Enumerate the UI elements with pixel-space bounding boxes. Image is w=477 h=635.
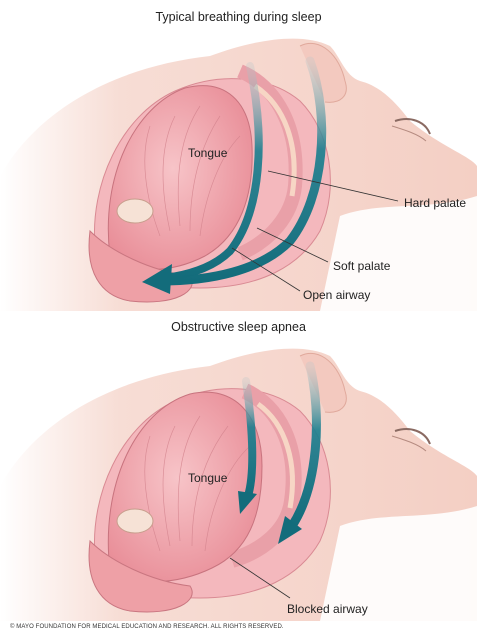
- sleep-apnea-illustration: Tongue Blocked airway: [0, 336, 477, 621]
- normal-breathing-illustration: Tongue Hard palate Soft palate Open airw…: [0, 26, 477, 311]
- copyright-notice: © MAYO FOUNDATION FOR MEDICAL EDUCATION …: [10, 624, 284, 630]
- panel-1-title: Typical breathing during sleep: [0, 10, 477, 24]
- hard-palate-label: Hard palate: [404, 196, 466, 210]
- tongue-label: Tongue: [188, 471, 228, 485]
- soft-palate-label: Soft palate: [333, 259, 391, 273]
- open-airway-label: Open airway: [303, 288, 370, 302]
- panel-2-title: Obstructive sleep apnea: [0, 320, 477, 334]
- tongue-label: Tongue: [188, 146, 228, 160]
- blocked-airway-label: Blocked airway: [287, 602, 368, 616]
